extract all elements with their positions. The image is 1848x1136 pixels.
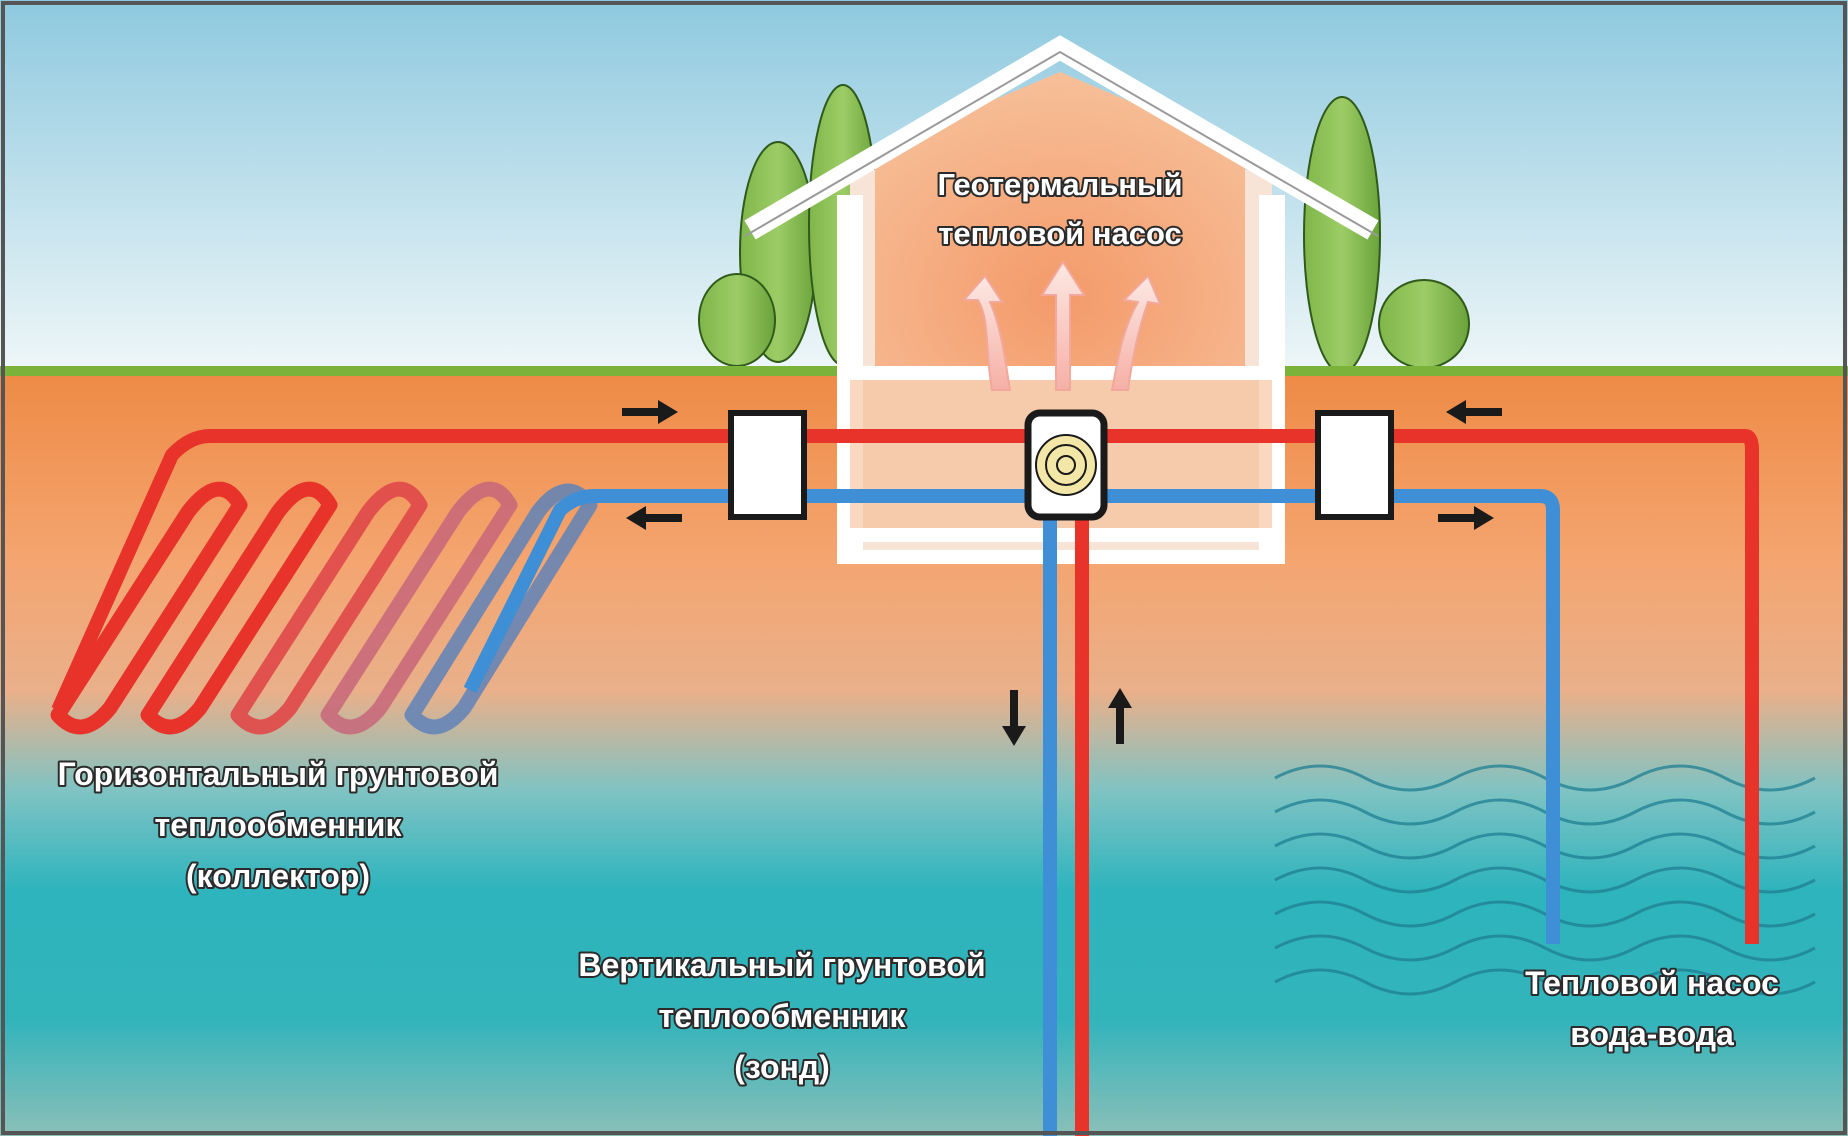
- arrow-icon: [1002, 690, 1026, 746]
- water-label-line-2: вода-вода: [1570, 1016, 1734, 1052]
- collector-loop-1: [50, 481, 248, 735]
- arrow-icon: [626, 506, 682, 530]
- horizontal-collector: [50, 481, 598, 735]
- vertical-probe-label: Вертикальный грунтовой теплообменник (зо…: [576, 945, 987, 1087]
- flow-arrows: [622, 400, 1502, 746]
- collector-loop-4: [320, 481, 518, 735]
- hot-pipes: [51, 429, 1759, 1136]
- groundwater-waves: [1274, 764, 1816, 996]
- horizontal-label-line-3: (коллектор): [186, 858, 370, 894]
- heat-arrow-left: [961, 274, 1012, 391]
- heat-exchanger-left: [728, 410, 807, 520]
- cold-pipes: [463, 489, 1560, 1136]
- horizontal-collector-label: Горизонтальный грунтовой теплообменник (…: [56, 754, 501, 896]
- cold-pipe-collector: [463, 489, 1028, 694]
- hot-pipe-water: [1100, 429, 1759, 944]
- heat-exchanger-right: [1315, 410, 1394, 520]
- circular-pump-icon: [1024, 409, 1108, 521]
- vertical-label-line-1: Вертикальный грунтовой: [578, 947, 985, 983]
- vertical-label-line-2: теплообменник: [659, 998, 907, 1034]
- arrow-icon: [1446, 400, 1502, 424]
- water-label-line-1: Тепловой насос: [1525, 965, 1779, 1001]
- water-pump-label: Тепловой насос вода-вода: [1523, 963, 1781, 1054]
- arrow-icon: [1438, 506, 1494, 530]
- house-label: Геотермальный тепловой насос: [935, 165, 1184, 253]
- heat-arrow-center: [1040, 260, 1086, 391]
- horizontal-label-line-2: теплообменник: [155, 807, 403, 843]
- cold-pipe-water: [1100, 489, 1560, 944]
- collector-loop-2: [140, 481, 338, 735]
- horizontal-label-line-1: Горизонтальный грунтовой: [58, 756, 499, 792]
- heat-arrows: [961, 260, 1162, 391]
- collector-loop-3: [230, 481, 428, 735]
- collector-loop-5: [404, 483, 598, 735]
- vertical-label-line-3: (зонд): [734, 1049, 830, 1085]
- arrow-icon: [1108, 688, 1132, 744]
- house-label-line-2: тепловой насос: [938, 216, 1182, 251]
- heat-arrow-right: [1110, 274, 1162, 391]
- house-label-line-1: Геотермальный: [937, 167, 1182, 202]
- hot-pipe-collector: [51, 429, 1028, 713]
- arrow-icon: [622, 400, 678, 424]
